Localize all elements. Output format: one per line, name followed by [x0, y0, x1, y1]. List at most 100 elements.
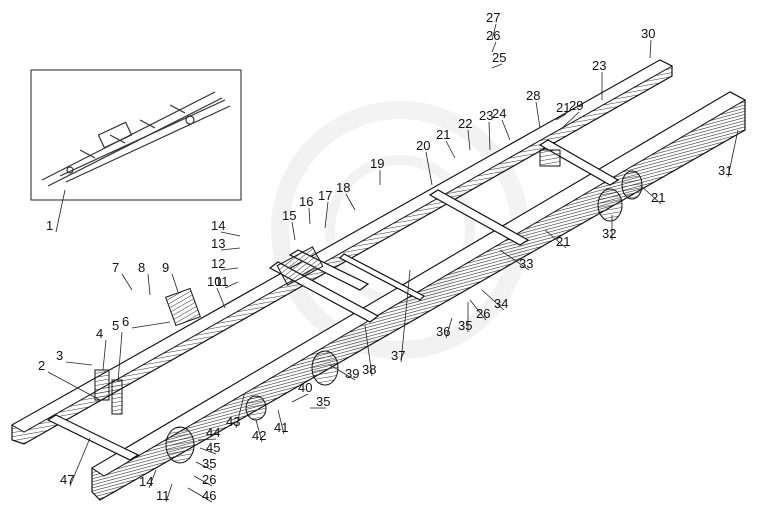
callout-c4: 4	[96, 326, 103, 341]
callout-c19: 19	[370, 156, 384, 171]
callout-c29: 29	[569, 98, 583, 113]
callout-c22: 22	[458, 116, 472, 131]
callout-c44: 44	[206, 425, 220, 440]
callout-c14a-leader	[220, 231, 241, 237]
callout-c43: 43	[226, 414, 240, 429]
callout-c27: 27	[486, 10, 500, 25]
callout-c42: 42	[252, 428, 266, 443]
callout-c20-leader	[425, 151, 433, 186]
callout-c40: 40	[298, 380, 312, 395]
callout-c17-leader	[324, 201, 329, 229]
callout-c18-leader	[345, 193, 356, 211]
callout-c22-leader	[467, 129, 471, 151]
callout-c42-leader	[255, 419, 263, 443]
callout-c8: 8	[138, 260, 145, 275]
callout-c30: 30	[641, 26, 655, 41]
callout-c38: 38	[362, 362, 376, 377]
callout-c14a: 14	[211, 218, 225, 233]
left-side-member	[10, 59, 674, 445]
callout-c46-leader	[187, 487, 213, 503]
callout-c17: 17	[318, 188, 332, 203]
inset-overview	[30, 69, 242, 201]
callout-c41-leader	[277, 409, 285, 435]
callout-c35c: 35	[202, 456, 216, 471]
callout-c18: 18	[336, 180, 350, 195]
callout-c39-leader	[329, 364, 356, 381]
callout-c11b: 11	[156, 488, 170, 503]
suspension-brackets	[94, 149, 643, 464]
callout-c2-leader	[47, 371, 101, 401]
callout-c41: 41	[274, 420, 288, 435]
callout-c16: 16	[299, 194, 313, 209]
callout-c33: 33	[519, 256, 533, 271]
callout-c47: 47	[60, 472, 74, 487]
callout-c24-leader	[501, 119, 511, 141]
callout-c36-leader	[445, 317, 453, 339]
callout-c11a-leader	[224, 281, 239, 289]
callout-c10: 10	[207, 274, 221, 289]
callout-c21b-leader	[445, 140, 456, 159]
callout-c21d: 21	[556, 234, 570, 249]
callout-c21a: 21	[556, 100, 570, 115]
callout-c45: 45	[206, 440, 220, 455]
callout-c7-leader	[121, 273, 133, 291]
callout-c2: 2	[38, 358, 45, 373]
callout-c24: 24	[492, 106, 506, 121]
callout-c39: 39	[345, 366, 359, 381]
callout-inset-label-leader	[55, 189, 66, 233]
callout-c12-leader	[220, 267, 239, 271]
callout-c26c: 26	[202, 472, 216, 487]
callout-c5-leader	[117, 331, 123, 383]
callout-c13: 13	[211, 236, 225, 251]
callout-c13-leader	[220, 247, 241, 251]
callouts: 1272625302123282924232221201918171615141…	[38, 10, 739, 503]
callout-c14b: 14	[139, 474, 153, 489]
callout-c12: 12	[211, 256, 225, 271]
callout-c9-leader	[171, 273, 179, 293]
callout-c23a: 23	[592, 58, 606, 73]
callout-c33-leader	[499, 249, 530, 271]
callout-c16-leader	[308, 207, 311, 225]
callout-c35a: 35	[458, 318, 472, 333]
callout-c40-leader	[291, 393, 309, 403]
callout-c6-leader	[131, 321, 171, 329]
callout-c31: 31	[718, 163, 732, 178]
callout-c28-leader	[535, 101, 541, 129]
callout-c8-leader	[147, 273, 151, 296]
callout-c3: 3	[56, 348, 63, 363]
callout-c31-leader	[727, 129, 739, 178]
callout-c25-leader	[491, 63, 503, 69]
callout-c11b-leader	[165, 483, 173, 503]
callout-c32: 32	[602, 226, 616, 241]
callout-c34-leader	[481, 289, 505, 311]
callout-c4-leader	[102, 339, 107, 371]
callout-c26c-leader	[193, 475, 213, 487]
callout-c21a-leader	[555, 113, 567, 121]
callout-c26a: 26	[486, 28, 500, 43]
callout-c15: 15	[282, 208, 296, 223]
callout-c9: 9	[162, 260, 169, 275]
callout-c6: 6	[122, 314, 129, 329]
callout-c38-leader	[364, 324, 373, 377]
callout-c20: 20	[416, 138, 430, 153]
callout-c25: 25	[492, 50, 506, 65]
callout-c21c: 21	[651, 190, 665, 205]
callout-c30-leader	[649, 39, 652, 59]
callout-c21d-leader	[544, 229, 567, 249]
callout-c26b-leader	[469, 299, 487, 321]
callout-c37: 37	[391, 348, 405, 363]
callout-c26a-leader	[491, 41, 497, 53]
callout-c35b: 35	[316, 394, 330, 409]
callout-c7: 7	[112, 260, 119, 275]
callout-c23b-leader	[488, 121, 491, 151]
callout-inset-label: 1	[46, 218, 53, 233]
callout-c27-leader	[491, 23, 497, 41]
callout-c26b: 26	[476, 306, 490, 321]
callout-c28: 28	[526, 88, 540, 103]
callout-c15-leader	[291, 221, 296, 241]
callout-c47-leader	[69, 437, 91, 487]
callout-c35c-leader	[195, 461, 213, 471]
callout-c3-leader	[65, 361, 93, 366]
